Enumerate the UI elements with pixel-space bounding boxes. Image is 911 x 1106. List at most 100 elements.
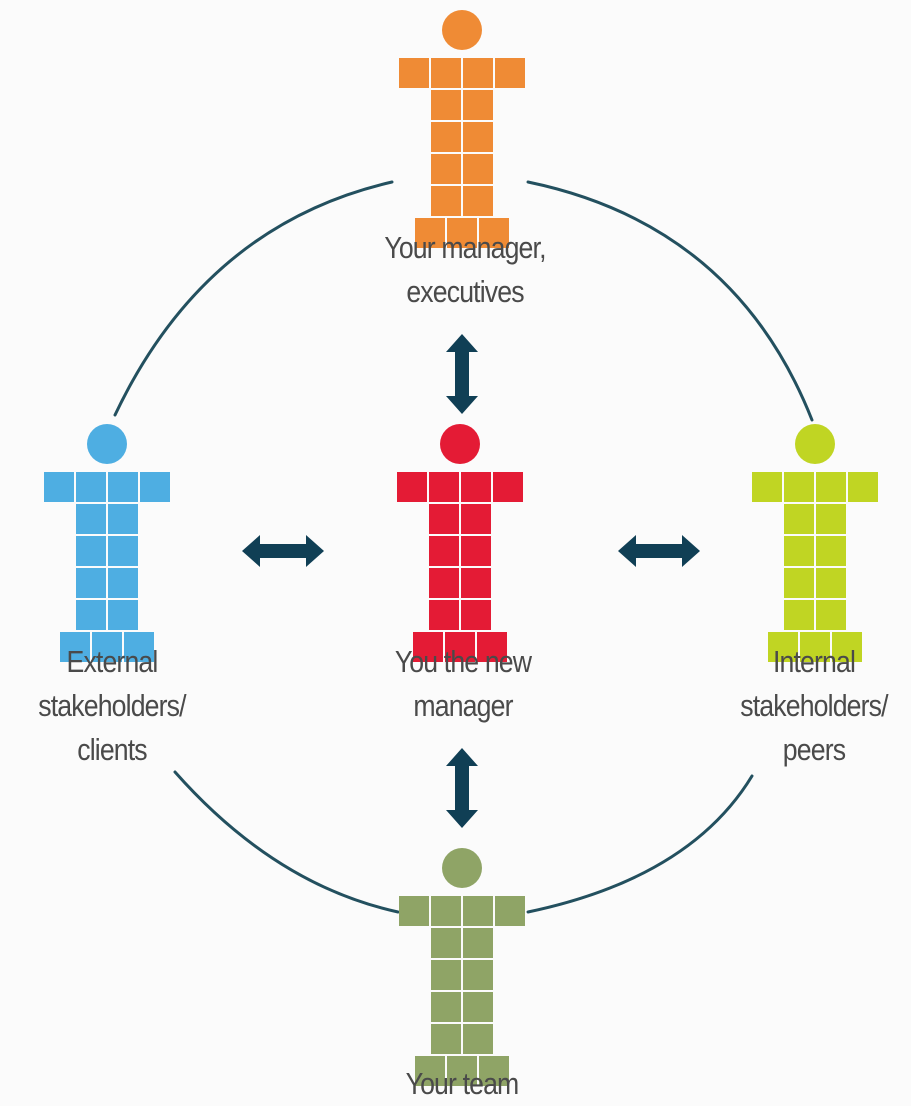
external-block [60, 632, 90, 662]
manager-head [442, 10, 482, 50]
external-label-line-2: stakeholders/ [38, 688, 186, 723]
internal-block [800, 632, 830, 662]
arrow-you-manager [446, 334, 478, 414]
manager-block [431, 90, 461, 120]
you-label-line-1: You the new [394, 644, 532, 679]
you-block [493, 472, 523, 502]
team-label-line-1: Your team [405, 1066, 520, 1101]
external-block [44, 472, 74, 502]
you-person-icon [397, 424, 523, 662]
manager-block [431, 122, 461, 152]
internal-block [832, 632, 862, 662]
manager-block [431, 154, 461, 184]
external-person-icon [44, 424, 170, 662]
team-person-icon [399, 848, 525, 1086]
external-block [76, 536, 106, 566]
external-block [140, 472, 170, 502]
team-block [431, 960, 461, 990]
internal-block [752, 472, 782, 502]
team-block [495, 896, 525, 926]
external-block [124, 632, 154, 662]
internal-block [848, 472, 878, 502]
you-block [445, 632, 475, 662]
manager-block [479, 218, 509, 248]
internal-label-line-2: stakeholders/ [740, 688, 888, 723]
external-block [108, 504, 138, 534]
external-label-line-1: External [66, 644, 159, 679]
manager-block [447, 218, 477, 248]
internal-person-icon [752, 424, 878, 662]
you-block [429, 568, 459, 598]
external-block [76, 504, 106, 534]
you-block [429, 536, 459, 566]
you-block [413, 632, 443, 662]
team-block [479, 1056, 509, 1086]
internal-label-line-1: Internal [772, 644, 856, 679]
manager-block [463, 186, 493, 216]
arrow-you-internal [618, 535, 700, 567]
external-block [108, 568, 138, 598]
external-block [108, 472, 138, 502]
team-block [431, 896, 461, 926]
manager-block [463, 58, 493, 88]
manager-person-icon [399, 10, 525, 248]
ring-arc-top-right [526, 180, 814, 422]
internal-block [816, 568, 846, 598]
you-block [429, 504, 459, 534]
manager-block [463, 122, 493, 152]
manager-label-line-2: executives [406, 274, 524, 309]
team-block [447, 1056, 477, 1086]
team-block [431, 1024, 461, 1054]
manager-label: Your manager, executives [353, 226, 577, 314]
manager-label-line-1: Your manager, [384, 230, 546, 265]
you-label: You the new manager [351, 640, 575, 728]
ring-arc-bottom-right [526, 774, 754, 914]
you-block [477, 632, 507, 662]
team-block [463, 960, 493, 990]
ring-arc-bottom-left [173, 770, 400, 914]
manager-block [495, 58, 525, 88]
manager-block [431, 58, 461, 88]
you-head [440, 424, 480, 464]
external-block [92, 632, 122, 662]
team-block [463, 992, 493, 1022]
manager-block [463, 90, 493, 120]
internal-block [784, 504, 814, 534]
you-label-line-2: manager [413, 688, 513, 723]
arrow-you-team [446, 748, 478, 828]
manager-block [415, 218, 445, 248]
internal-block [816, 536, 846, 566]
ring-arc-top-left [113, 180, 394, 417]
manager-block [399, 58, 429, 88]
you-block [429, 600, 459, 630]
external-block [108, 600, 138, 630]
relationship-arrows [242, 334, 700, 828]
internal-block [784, 568, 814, 598]
internal-block [784, 600, 814, 630]
team-head [442, 848, 482, 888]
internal-block [816, 472, 846, 502]
manager-block [431, 186, 461, 216]
team-block [431, 928, 461, 958]
person-figures [44, 10, 878, 1086]
internal-label-line-3: peers [782, 732, 846, 767]
external-label-line-3: clients [77, 732, 147, 767]
internal-head [795, 424, 835, 464]
you-block [461, 504, 491, 534]
external-label: External stakeholders/ clients [0, 640, 224, 772]
external-block [76, 568, 106, 598]
connection-ring [113, 180, 814, 914]
internal-label: Internal stakeholders/ peers [702, 640, 911, 772]
external-block [76, 472, 106, 502]
manager-block [463, 154, 493, 184]
you-block [397, 472, 427, 502]
internal-block [816, 600, 846, 630]
team-label: Your team [350, 1062, 574, 1106]
team-block [463, 1024, 493, 1054]
internal-block [784, 536, 814, 566]
external-block [76, 600, 106, 630]
external-block [108, 536, 138, 566]
you-block [461, 600, 491, 630]
you-block [429, 472, 459, 502]
